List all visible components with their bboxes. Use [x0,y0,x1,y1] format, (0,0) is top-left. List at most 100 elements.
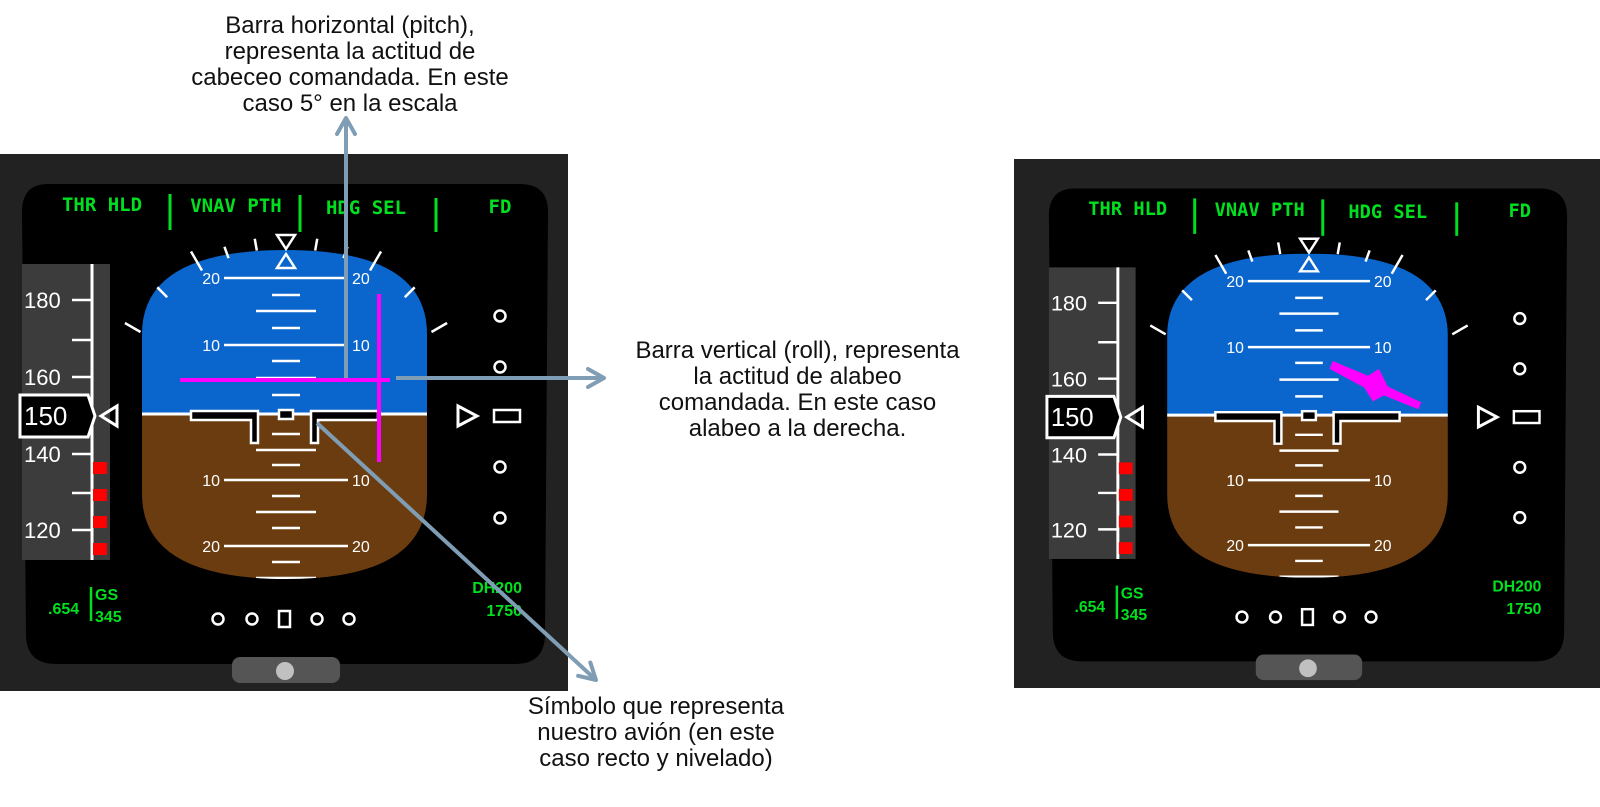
fma-mode-text: THR HLD [1088,199,1167,220]
gs-value: 345 [1121,607,1148,624]
localizer-dot [1332,610,1347,624]
annotation-line: comandada. En este caso [658,389,937,416]
bank-scale-tick [1425,289,1437,301]
annotation-line: Barra horizontal (pitch), [225,12,475,39]
speed-scale-label: 180 [1051,291,1087,316]
minimum-speed-bar [1118,462,1133,475]
pitch-scale-label: 20 [202,539,220,556]
speed-scale-label: 160 [1051,367,1087,392]
pfd-knob [1299,659,1317,678]
gs-label: GS [95,587,118,604]
bank-scale-tick [156,286,169,299]
speed-scale-label: 120 [24,518,61,543]
speed-scale-label: 180 [24,288,61,313]
bank-scale-tick [403,286,416,299]
fma-mode-text: VNAV PTH [1215,200,1305,221]
aircraft-center-dot [277,408,295,421]
arrow-pitch-annotation-head [335,116,357,136]
current-speed-value: 150 [1051,404,1094,432]
bank-scale-tick [430,321,448,334]
bank-scale-tick [1336,242,1341,255]
annotation-line: caso 5° en la escala [242,90,458,117]
annotation-line: nuestro avión (en este [537,719,775,746]
glideslope-dot [1513,510,1527,525]
annotation-line: Barra vertical (roll), representa [635,337,960,364]
pitch-scale-label: 10 [1226,473,1244,490]
bank-scale-tick [223,246,230,259]
sky-pointer-icon [274,251,298,270]
sky-pointer-icon [1297,255,1321,273]
decision-height: DH200 [472,580,522,597]
flight-director-cue [1329,360,1422,410]
arrow-aircraft-annotation-head [576,660,598,682]
glideslope-center-marker [1512,409,1541,425]
localizer-dot [211,612,225,626]
speed-scale-label: 120 [1051,517,1087,542]
minimum-speed-bar [1118,489,1133,501]
localizer-center-marker [1300,607,1315,627]
mach-value: .654 [1075,599,1106,616]
speed-readout-box [18,393,97,439]
pitch-scale-label: 10 [1374,473,1392,490]
glideslope-dot [1513,362,1527,376]
bank-scale-tick [189,250,204,272]
pitch-scale-label: 10 [1226,340,1244,357]
aircraft-center-dot [1300,409,1318,422]
pitch-scale-label: 20 [202,271,220,288]
pitch-bar-annotation: Barra horizontal (pitch), representa la … [150,13,550,117]
bank-scale-tick [1149,324,1167,336]
speed-bug-icon [1123,404,1144,430]
gs-value: 345 [95,609,122,626]
bank-scale-tick [1276,242,1282,255]
minimum-speed-bar [93,462,107,474]
localizer-dot [245,612,259,626]
aircraft-symbol-annotation: Símbolo que representa nuestro avión (en… [480,694,832,772]
bank-scale-tick [1390,254,1404,275]
fma-mode-text: HDG SEL [1348,202,1427,223]
annotation-line: caso recto y nivelado) [539,745,773,772]
bank-scale-tick [124,321,142,334]
pitch-scale-label: 20 [1226,538,1244,555]
pitch-scale-label: 10 [352,473,370,490]
pitch-scale-label: 10 [202,338,220,355]
speed-readout-box [1045,394,1123,440]
bank-scale-tick [1214,254,1228,275]
localizer-dot [1268,610,1283,624]
roll-bar-annotation: Barra vertical (roll), representa la act… [605,338,990,442]
glideslope-dot [1513,311,1527,326]
bank-scale-tick [1181,289,1193,301]
fma-mode-text: HDG SEL [326,197,406,219]
fma-mode-text: THR HLD [62,194,142,216]
speed-scale-label: 140 [24,442,61,467]
localizer-center-marker [277,609,292,629]
bank-pointer-icon [274,233,298,252]
minimum-speed-bar [93,489,107,501]
pitch-scale-label: 10 [352,338,370,355]
pitch-scale-label: 20 [1374,274,1392,291]
bank-scale-tick [313,238,319,251]
speed-scale-label: 140 [1051,442,1087,467]
pitch-scale-label: 20 [1374,538,1392,555]
localizer-dot [1235,610,1249,624]
aircraft-left-wing [189,409,260,445]
radio-altitude: 1750 [1506,601,1541,618]
speed-scale-label: 160 [24,365,61,390]
annotation-line: Símbolo que representa [527,693,785,720]
bank-scale-tick [1247,250,1254,263]
annotation-line: representa la actitud de [224,38,476,65]
glideslope-dot [493,309,507,323]
minimum-speed-bar [1118,542,1133,555]
bank-scale-tick [1451,324,1469,336]
minimum-speed-bar [1118,515,1133,528]
gs-label: GS [1121,585,1144,602]
current-speed-value: 150 [24,401,67,431]
localizer-dot [1364,610,1378,624]
fma-mode-text: FD [489,196,512,218]
pitch-scale-label: 20 [352,271,370,288]
bank-scale-tick [1364,250,1371,263]
